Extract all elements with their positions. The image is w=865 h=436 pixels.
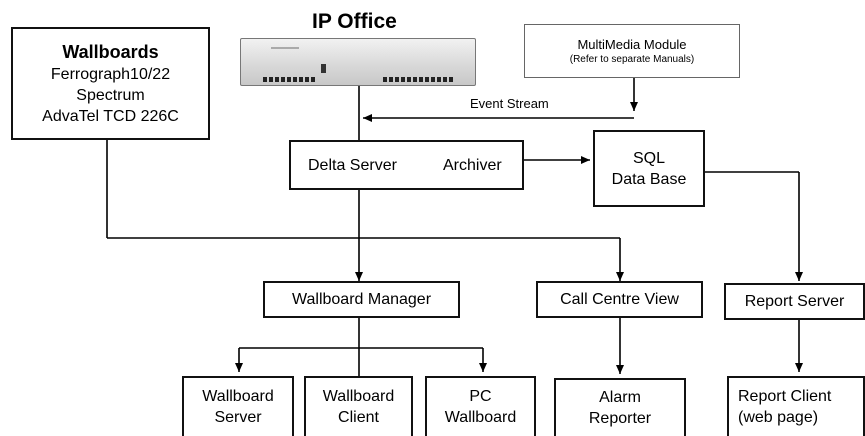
wallboards-box: Wallboards Ferrograph10/22 Spectrum Adva… <box>11 27 210 140</box>
port-row-left <box>263 69 317 82</box>
pc-wallboard-line-1: PC <box>469 388 492 405</box>
delta-archiver-box: Delta Server Archiver <box>289 140 524 190</box>
report-server-box: Report Server <box>724 283 865 320</box>
alarm-reporter-box: Alarm Reporter <box>554 378 686 436</box>
multimedia-title: MultiMedia Module <box>577 36 687 52</box>
sql-database-box: SQL Data Base <box>593 130 705 207</box>
wallboards-title: Wallboards <box>62 42 159 62</box>
pc-wallboard-line-2: Wallboard <box>444 409 517 426</box>
wallboard-server-box: Wallboard Server <box>182 376 294 436</box>
wallboard-server-line-1: Wallboard <box>202 388 274 405</box>
wallboards-line-3: AdvaTel TCD 226C <box>42 108 179 125</box>
pc-wallboard-box: PC Wallboard <box>425 376 536 436</box>
wallboards-line-1: Ferrograph10/22 <box>50 66 171 83</box>
multimedia-note: (Refer to separate Manuals) <box>569 53 695 65</box>
status-led <box>321 64 326 73</box>
ip-office-title: IP Office <box>312 10 397 33</box>
device-badge <box>271 47 299 49</box>
alarm-reporter-line-2: Reporter <box>588 410 652 427</box>
alarm-reporter-line-1: Alarm <box>599 389 641 406</box>
delta-server-label: Delta Server <box>308 156 397 174</box>
wallboard-manager-label: Wallboard Manager <box>291 291 432 308</box>
report-client-line-2: (web page) <box>738 409 819 426</box>
report-server-label: Report Server <box>744 293 845 310</box>
call-centre-view-box: Call Centre View <box>536 281 703 318</box>
multimedia-module-box: MultiMedia Module (Refer to separate Man… <box>524 24 740 78</box>
wallboard-server-line-2: Server <box>214 409 262 426</box>
wallboards-line-2: Spectrum <box>76 87 145 104</box>
database-label: Data Base <box>611 170 687 188</box>
wallboard-client-line-2: Client <box>338 409 379 426</box>
wallboard-manager-box: Wallboard Manager <box>263 281 460 318</box>
report-client-line-1: Report Client <box>738 388 832 405</box>
ip-office-unit-icon <box>240 38 476 86</box>
wallboard-client-line-1: Wallboard <box>322 388 395 405</box>
port-row-right <box>383 69 455 82</box>
archiver-label: Archiver <box>443 156 502 174</box>
event-stream-label: Event Stream <box>470 96 549 111</box>
report-client-box: Report Client (web page) <box>727 376 865 436</box>
sql-label: SQL <box>632 149 665 167</box>
call-centre-view-label: Call Centre View <box>560 291 679 308</box>
wallboard-client-box: Wallboard Client <box>304 376 413 436</box>
